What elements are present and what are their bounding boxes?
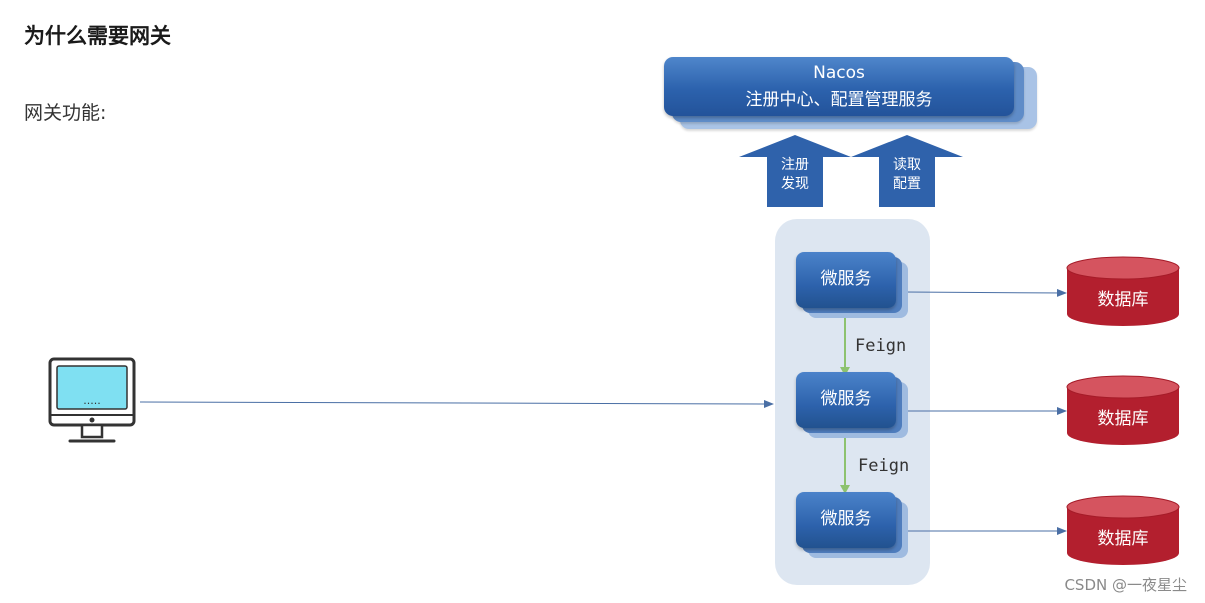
feign-label-1: Feign	[855, 336, 907, 356]
database-3-cylinder	[1066, 495, 1180, 565]
microservice-3: 微服务	[796, 492, 896, 548]
register-discover-arrow: 注册 发现	[739, 135, 851, 207]
register-label: 注册	[781, 157, 809, 173]
database-3-label: 数据库	[1097, 529, 1149, 549]
client-to-service-line	[139, 399, 774, 408]
nacos-description: 注册中心、配置管理服务	[745, 90, 933, 110]
page-title: 为什么需要网关	[24, 24, 171, 48]
feign-label-2: Feign	[858, 456, 910, 476]
microservice-1: 微服务	[796, 252, 896, 308]
client-monitor-icon: .....	[48, 357, 136, 443]
config-label: 配置	[893, 176, 921, 192]
read-config-arrow: 读取 配置	[851, 135, 963, 207]
nacos-title: Nacos	[813, 63, 865, 83]
discover-label: 发现	[781, 176, 809, 192]
screen-dots: .....	[83, 394, 100, 407]
database-2-label: 数据库	[1097, 409, 1149, 429]
read-label: 读取	[893, 157, 921, 173]
microservice-2: 微服务	[796, 372, 896, 428]
nacos-node: Nacos 注册中心、配置管理服务	[664, 57, 1014, 116]
database-1-cylinder	[1066, 256, 1180, 326]
database-1-label: 数据库	[1097, 290, 1149, 310]
section-subtitle: 网关功能:	[24, 102, 107, 124]
watermark: CSDN @一夜星尘	[1064, 576, 1187, 594]
service1-to-db1-line	[904, 288, 1067, 297]
database-2-cylinder	[1066, 375, 1180, 445]
